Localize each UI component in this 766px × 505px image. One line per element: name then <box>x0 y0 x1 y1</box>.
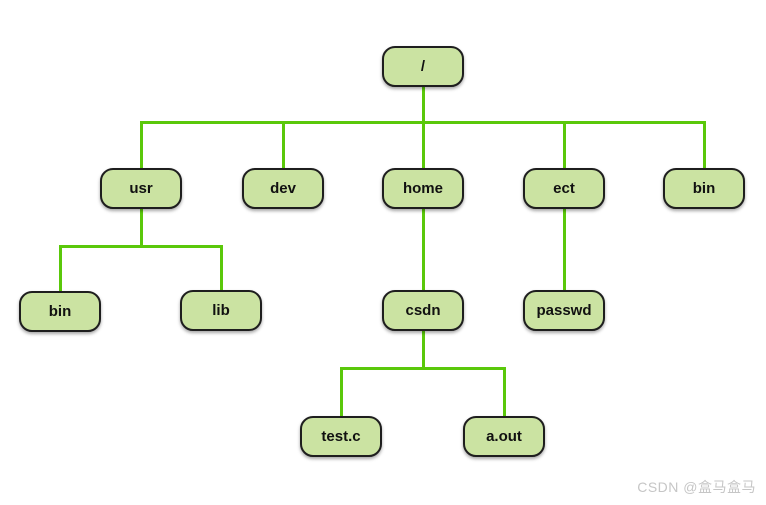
connector-line <box>421 123 425 168</box>
connector-line <box>421 208 425 290</box>
node-test-c: test.c <box>300 415 382 457</box>
connector-line <box>58 247 62 291</box>
connector-line <box>421 86 425 122</box>
connector-line <box>421 330 425 368</box>
connector-line <box>281 123 285 168</box>
node-bin: bin <box>663 167 745 209</box>
connector-line <box>702 123 706 168</box>
node-dev: dev <box>242 167 324 209</box>
connector-line <box>58 244 223 248</box>
node-a-out: a.out <box>463 415 545 457</box>
connector-line <box>139 208 143 246</box>
node-csdn: csdn <box>382 289 464 331</box>
node-usr-bin: bin <box>19 290 101 332</box>
node-usr: usr <box>100 167 182 209</box>
node-ect: ect <box>523 167 605 209</box>
connector-line <box>139 120 706 124</box>
node-home: home <box>382 167 464 209</box>
connector-line <box>139 123 143 168</box>
connector-line <box>502 369 506 416</box>
connector-line <box>562 123 566 168</box>
connector-line <box>562 208 566 290</box>
connector-line <box>339 369 343 416</box>
node-usr-lib: lib <box>180 289 262 331</box>
connector-line <box>219 247 223 290</box>
connector-line <box>339 366 506 370</box>
node-passwd: passwd <box>523 289 605 331</box>
node-root: / <box>382 45 464 87</box>
watermark: CSDN @盒马盒马 <box>637 479 756 495</box>
